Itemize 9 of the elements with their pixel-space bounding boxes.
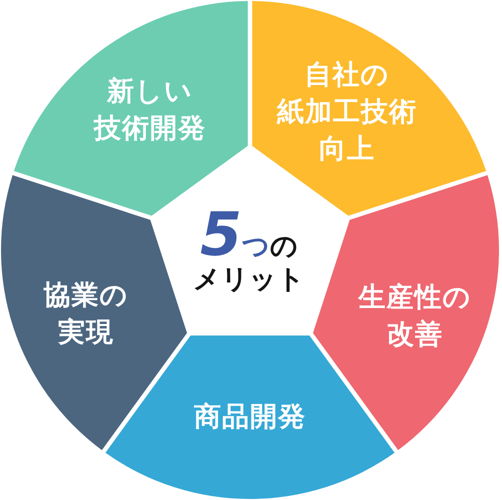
center-heading: 5つのメリット <box>192 205 306 295</box>
segment-label: 自社の紙加工技術向上 <box>276 58 418 166</box>
pie-segment <box>252 1 487 216</box>
segment-label: 商品開発 <box>193 400 307 434</box>
segment-label: 協業の実現 <box>43 279 129 350</box>
pie-segment <box>312 175 499 451</box>
segment-label: 新しい技術開発 <box>93 75 207 146</box>
segment-label: 生産性の改善 <box>358 281 472 352</box>
pie-segment <box>1 175 188 451</box>
